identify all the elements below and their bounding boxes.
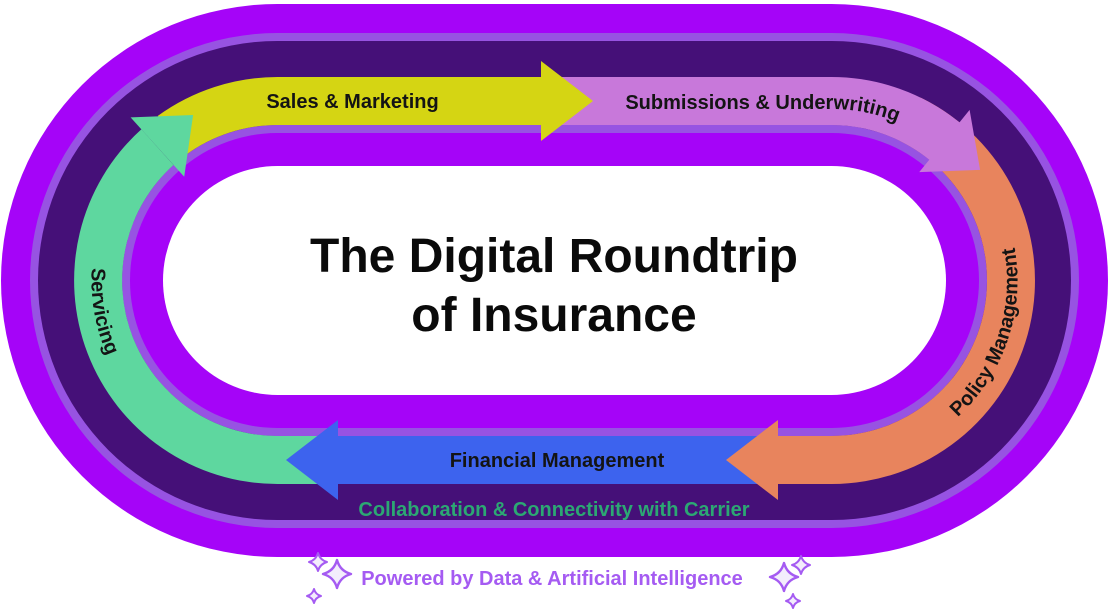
title-line-2: of Insurance (411, 289, 696, 342)
center-panel (163, 166, 946, 395)
submissions-underwriting-arrow (545, 77, 981, 173)
sparkle-icon-right (768, 555, 811, 609)
collaboration-banner-label: Collaboration & Connectivity with Carrie… (358, 499, 749, 521)
sparkle-icon-left (306, 552, 353, 604)
powered-by-label: Powered by Data & Artificial Intelligenc… (361, 568, 743, 590)
arrow-track (74, 61, 1035, 500)
financial-management-arrow (286, 420, 790, 500)
financial-management-label: Financial Management (450, 450, 665, 472)
servicing-arrow-head (130, 115, 194, 177)
sparkle-small-diamond (785, 593, 801, 609)
sparkle-big-star (768, 561, 800, 593)
policy-management-arrow (726, 97, 1035, 500)
servicing-arrow-band (74, 129, 381, 485)
center-title: The Digital Roundtrip of Insurance (310, 230, 798, 342)
sales-marketing-label: Sales & Marketing (266, 91, 438, 113)
sparkle-small-star (791, 555, 811, 575)
stadium-rings (1, 4, 1108, 557)
sparkle-small-diamond (306, 588, 322, 604)
sparkle-big-star (321, 558, 353, 590)
footer: Powered by Data & Artificial Intelligenc… (306, 552, 811, 609)
sparkle-small-star (308, 552, 328, 572)
title-line-1: The Digital Roundtrip (310, 230, 798, 283)
sales-marketing-arrow (157, 61, 594, 155)
